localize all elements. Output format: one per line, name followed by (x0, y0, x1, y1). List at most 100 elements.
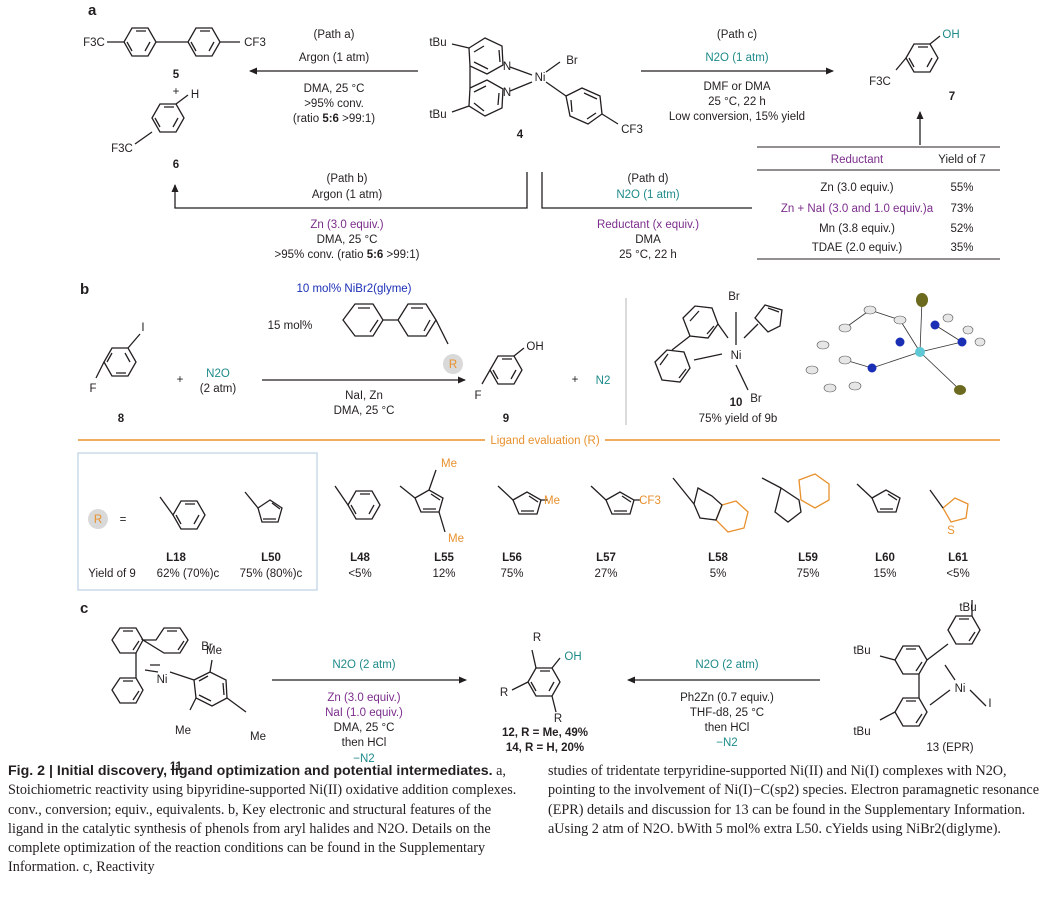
atom-r-left: R (500, 687, 508, 699)
r-circle-label-row: R (94, 514, 102, 526)
path-d-title: (Path d) (628, 173, 669, 185)
conditions-line2: DMA, 25 °C (334, 405, 395, 417)
compound-5-label: 5 (173, 69, 180, 81)
path-d-line2: Reductant (x equiv.) (597, 219, 699, 231)
ligand-yield: 5% (710, 568, 727, 580)
atom-br-11: Br (201, 641, 213, 653)
atom-me-l55b: Me (448, 533, 464, 545)
ligand-id: L56 (502, 552, 522, 564)
plus-sign: + (173, 86, 180, 98)
atom-me-11a: Me (206, 645, 222, 657)
table-row-4-reductant: TDAE (2.0 equiv.) (812, 242, 903, 254)
ligand-id: L59 (798, 552, 818, 564)
path-a-line1: Argon (1 atm) (299, 52, 369, 64)
atom-r-top: R (533, 632, 541, 644)
panel-b-label: b (80, 281, 89, 298)
reagent-n2o: N2O (206, 368, 230, 380)
atom-cf3-5: CF3 (244, 37, 266, 49)
atom-f3c-6: F3C (111, 143, 133, 155)
path-b-line4: >95% conv. (ratio 5:6 >99:1) (275, 249, 420, 261)
crystal-structure (805, 293, 986, 395)
table-header-yield: Yield of 7 (938, 154, 986, 166)
atom-n-4a: N (503, 61, 511, 73)
atom-f3c-7: F3C (869, 76, 891, 88)
yield-row-label: Yield of 9 (88, 568, 136, 580)
atom-me-l56: Me (544, 495, 560, 507)
left-arrow-line3: DMA, 25 °C (334, 722, 395, 734)
atom-tbu-13b: tBu (853, 645, 870, 657)
atom-cf3-l57: CF3 (639, 495, 661, 507)
compound-8-label: 8 (118, 413, 125, 425)
atom-tbu-13c: tBu (853, 726, 870, 738)
atom-tbu-4b: tBu (429, 109, 446, 121)
table-row-1-yield: 55% (950, 182, 973, 194)
path-d-line4: 25 °C, 22 h (619, 249, 677, 261)
table-row-2-reductant: Zn + NaI (3.0 and 1.0 equiv.)a (781, 203, 934, 215)
compound-4-label: 4 (517, 129, 524, 141)
right-arrow-line1: Ph2Zn (0.7 equiv.) (680, 692, 774, 704)
product-line1: 12, R = Me, 49% (502, 727, 588, 739)
atom-ni-13: Ni (955, 683, 966, 695)
right-arrow-line3: then HCl (705, 722, 750, 734)
ligand-eval-title: Ligand evaluation (R) (490, 435, 599, 447)
path-c-line1: N2O (1 atm) (705, 52, 768, 64)
left-arrow-line4: then HCl (342, 737, 387, 749)
compound-7-label: 7 (949, 91, 955, 103)
left-arrow-top: N2O (2 atm) (332, 659, 395, 671)
left-arrow-line5: −N2 (353, 753, 374, 765)
left-arrow-line2: NaI (1.0 equiv.) (325, 707, 403, 719)
ligand-loading: 15 mol% (268, 320, 313, 332)
reagent-n2o-pressure: (2 atm) (200, 383, 237, 395)
atom-tbu-4a: tBu (429, 37, 446, 49)
r-circle-label: R (449, 359, 457, 371)
atom-br-10a: Br (728, 291, 740, 303)
path-c-line4: Low conversion, 15% yield (669, 111, 805, 123)
panel-a-label: a (88, 2, 97, 19)
table-row-3-yield: 52% (950, 223, 973, 235)
ligand-yield: 12% (432, 568, 455, 580)
ligand-id: L58 (708, 552, 728, 564)
ligand-yield: <5% (348, 568, 371, 580)
atom-f-8: F (89, 383, 96, 395)
path-b-title: (Path b) (327, 173, 368, 185)
atom-oh-7: OH (942, 29, 959, 41)
equals-sign: = (120, 514, 127, 526)
atom-br-4: Br (566, 55, 578, 67)
table-row-3-reductant: Mn (3.8 equiv.) (819, 223, 895, 235)
left-arrow-line1: Zn (3.0 equiv.) (327, 692, 400, 704)
path-a-line3: >95% conv. (304, 98, 364, 110)
table-header-reductant: Reductant (831, 154, 884, 166)
atom-f3c-5: F3C (83, 37, 105, 49)
atom-tbu-13a: tBu (959, 602, 976, 614)
path-a-title: (Path a) (314, 29, 355, 41)
complex-yield: 75% yield of 9b (699, 413, 778, 425)
atom-ni-4: Ni (535, 72, 546, 84)
atom-f-9: F (474, 390, 481, 402)
ligand-yield: <5% (946, 568, 969, 580)
atom-i-8: I (141, 322, 144, 334)
plus-sign-b2: + (572, 374, 579, 386)
path-c-line2: DMF or DMA (703, 81, 770, 93)
path-a-line4: (ratio 5:6 >99:1) (293, 113, 375, 125)
atom-s-l61: S (947, 525, 955, 537)
atom-ni-11: Ni (157, 674, 168, 686)
atom-me-11c: Me (250, 731, 266, 743)
table-row-4-yield: 35% (950, 242, 973, 254)
caption-right: studies of tridentate terpyridine-suppor… (548, 762, 1043, 839)
ligand-yield: 75% (500, 568, 523, 580)
caption-text-left: a, Stoichiometric reactivity using bipyr… (8, 763, 517, 876)
compound-9-label: 9 (503, 413, 509, 425)
caption-text-right: studies of tridentate terpyridine-suppor… (548, 763, 1040, 837)
right-arrow-line4: −N2 (716, 737, 737, 749)
ligand-id: L50 (261, 552, 281, 564)
product-line2: 14, R = H, 20% (506, 742, 584, 754)
atom-me-11b: Me (175, 725, 191, 737)
path-c-line3: 25 °C, 22 h (708, 96, 766, 108)
atom-oh-9: OH (526, 341, 543, 353)
atom-cf3-4: CF3 (621, 124, 643, 136)
atom-ni-10: Ni (731, 350, 742, 362)
ligand-yield: 27% (594, 568, 617, 580)
atom-n-4b: N (503, 87, 511, 99)
compound-11-label: 11 (170, 761, 183, 773)
